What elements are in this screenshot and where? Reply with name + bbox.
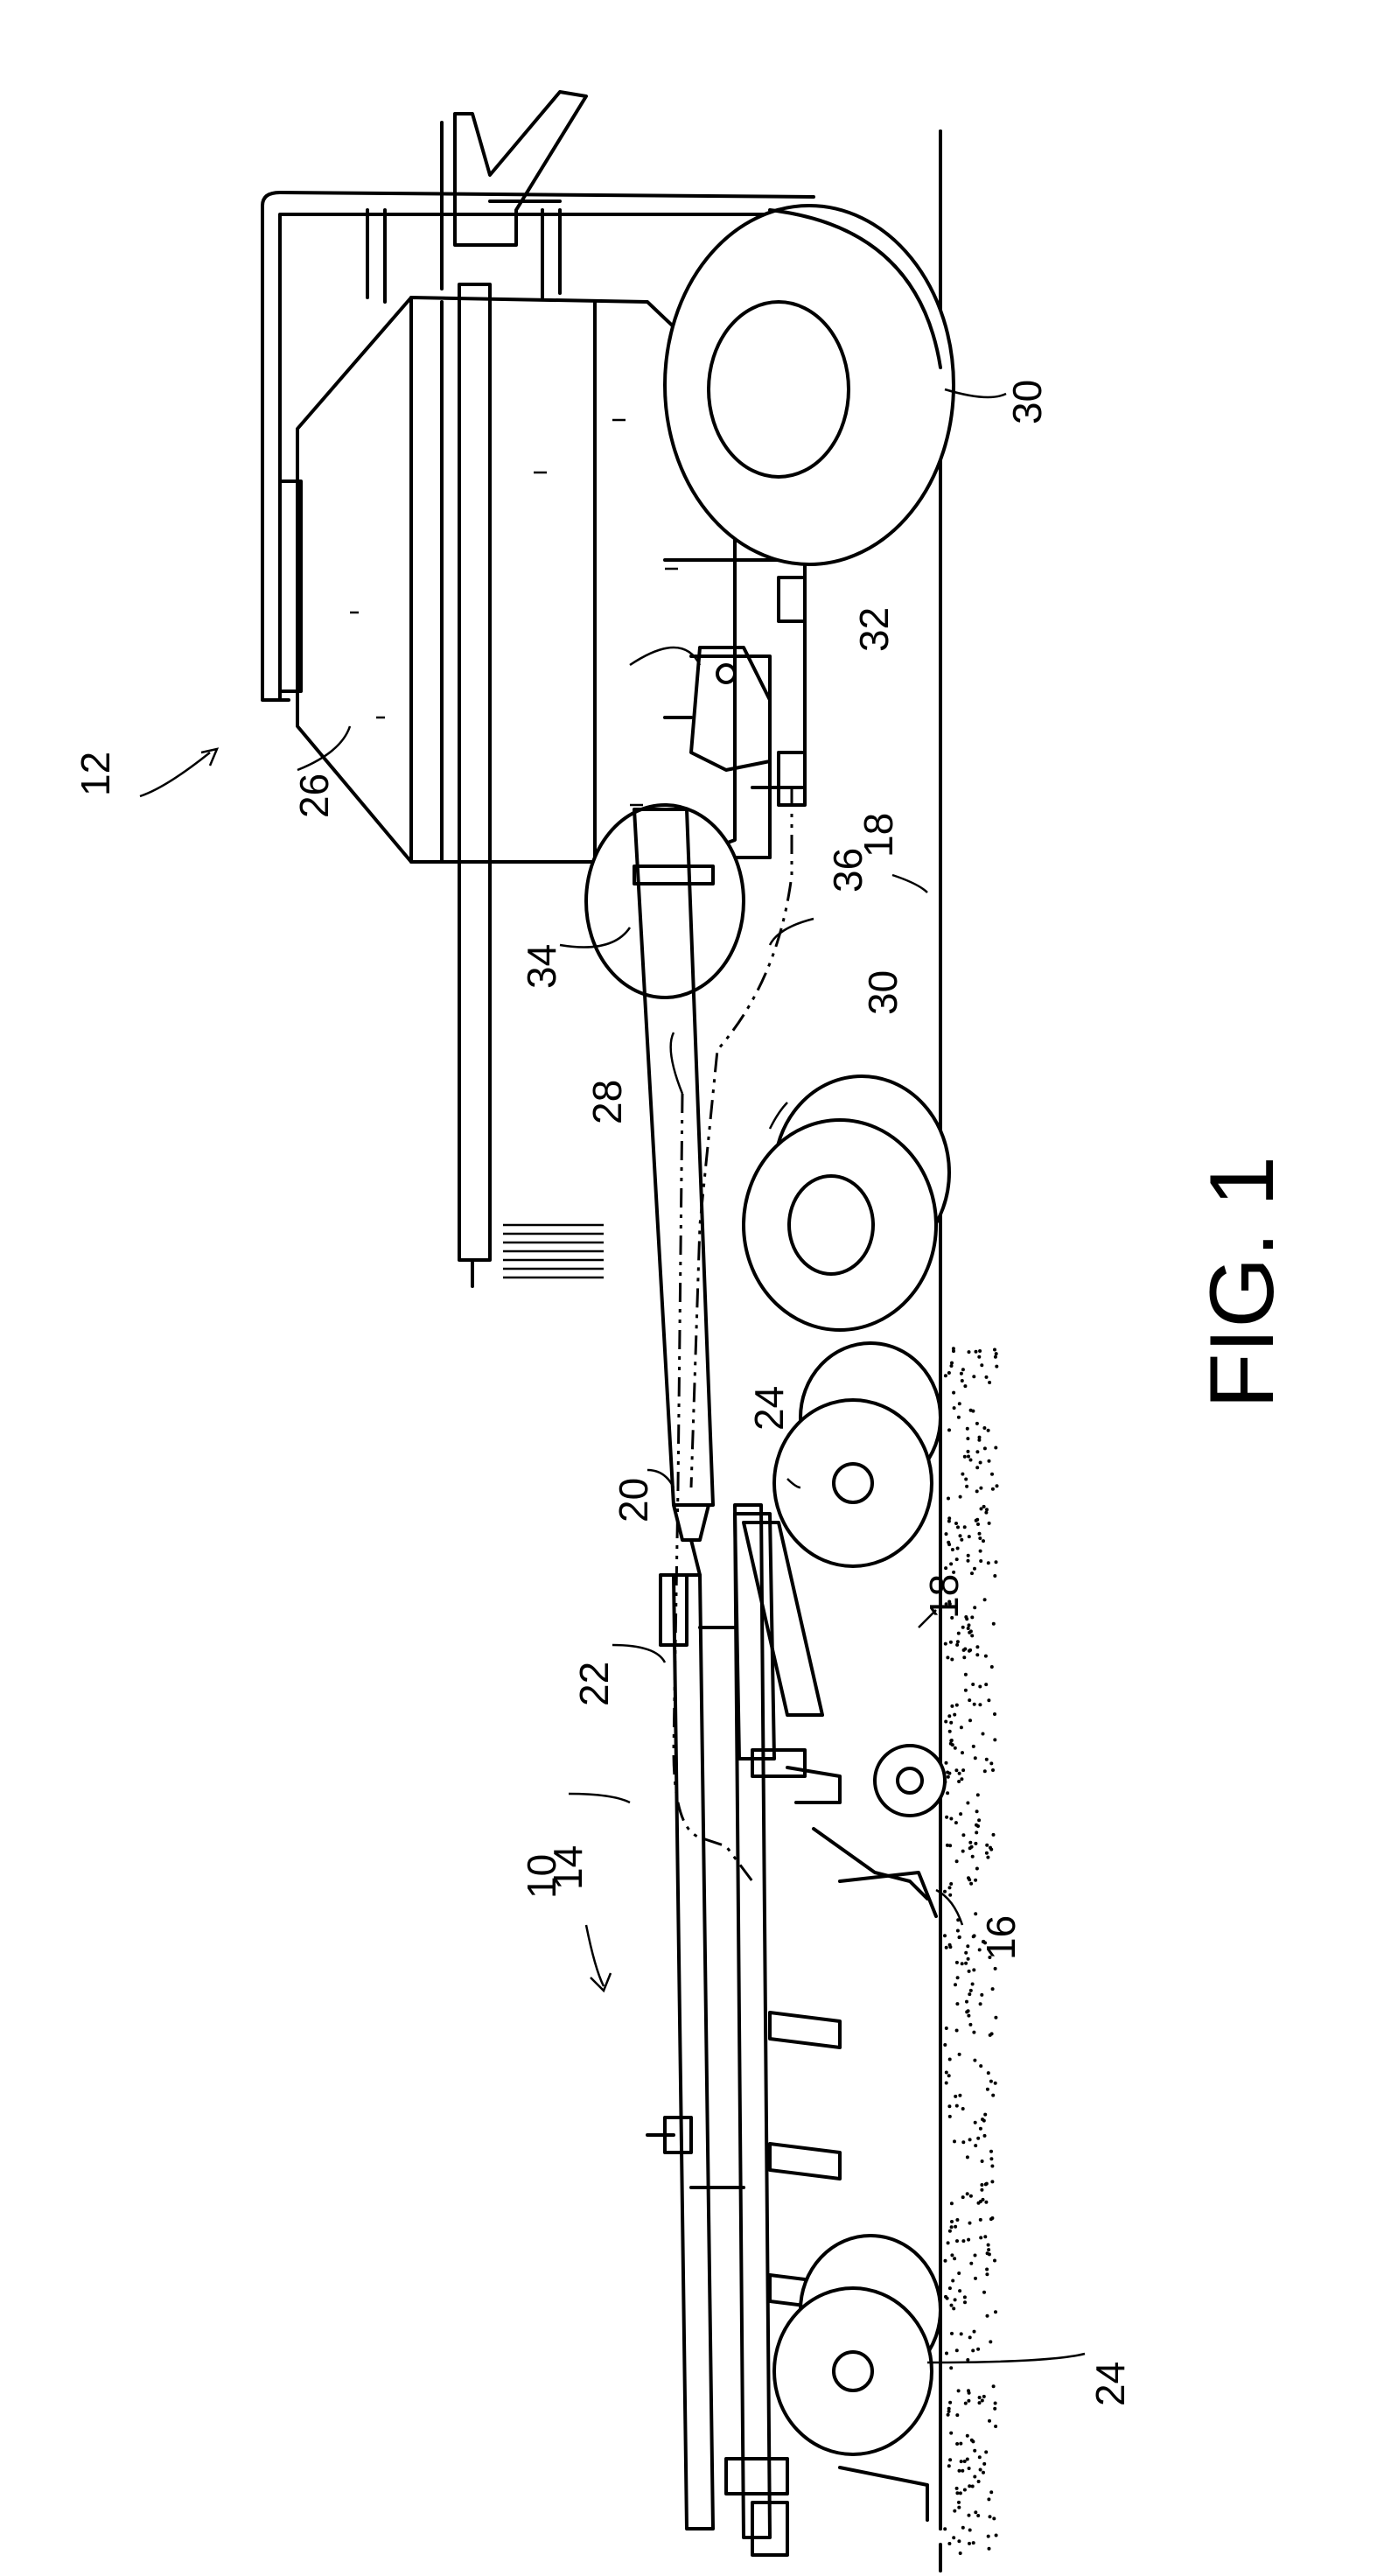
ref-24b: 24 (1087, 2362, 1133, 2406)
cart-front-tires (744, 1076, 949, 1330)
ref-18b: 18 (921, 1574, 967, 1619)
implement-front-wheels (774, 1343, 940, 1566)
ref-26: 26 (291, 774, 337, 818)
cart-rear-tire (665, 206, 954, 564)
cart-front-wheel (586, 805, 744, 998)
ref-12: 12 (73, 752, 118, 796)
ref-22: 22 (571, 1662, 617, 1706)
ref-34: 34 (519, 944, 564, 989)
ref-24a: 24 (746, 1386, 792, 1431)
ref-30a: 30 (1004, 380, 1050, 424)
ref-20: 20 (611, 1478, 656, 1522)
auger-spring (503, 1225, 604, 1278)
ref-32: 32 (851, 607, 897, 652)
ref-14: 14 (545, 1845, 591, 1890)
ref-28: 28 (584, 1080, 630, 1124)
ref-16: 16 (978, 1915, 1024, 1960)
ref-30b: 30 (860, 970, 905, 1015)
figure-caption: FIG. 1 (1192, 1156, 1293, 1409)
reference-labels: 10 12 14 16 18 18 20 22 24 24 26 28 30 3… (73, 380, 1133, 2406)
ref-36: 36 (825, 848, 870, 892)
implement-rear-wheels (774, 2236, 940, 2454)
